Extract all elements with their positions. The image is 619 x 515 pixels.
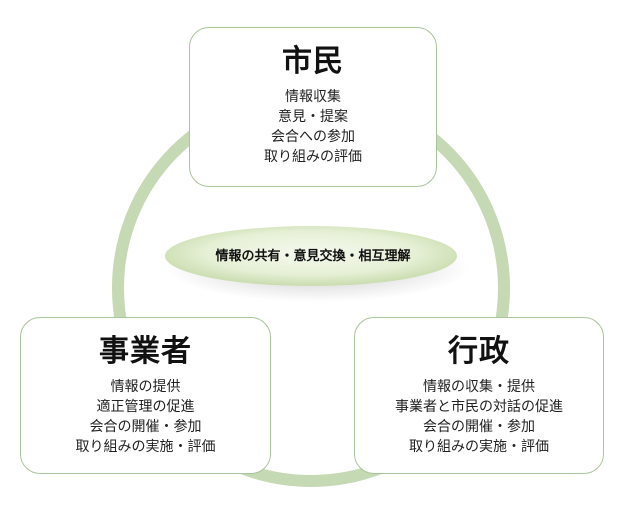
government-role: 事業者と市民の対話の促進 [395, 399, 563, 415]
government-title: 行政 [448, 334, 510, 369]
business-title: 事業者 [99, 334, 192, 369]
government-box: 行政 情報の収集・提供 事業者と市民の対話の促進 会合の開催・参加 取り組みの実… [354, 317, 604, 474]
business-box: 事業者 情報の提供 適正管理の促進 会合の開催・参加 取り組みの実施・評価 [20, 317, 271, 474]
center-label: 情報の共有・意見交換・相互理解 [215, 249, 411, 264]
government-role: 会合の開催・参加 [423, 419, 535, 435]
business-role: 取り組みの実施・評価 [75, 439, 216, 455]
citizen-role: 情報収集 [285, 89, 341, 105]
citizen-role: 取り組みの評価 [264, 149, 362, 165]
business-role: 適正管理の促進 [96, 399, 195, 415]
citizen-role: 意見・提案 [278, 109, 348, 125]
citizen-box: 市民 情報収集 意見・提案 会合への参加 取り組みの評価 [189, 27, 437, 187]
citizen-role: 会合への参加 [271, 129, 355, 145]
government-role: 取り組みの実施・評価 [409, 439, 549, 455]
center-ellipse [165, 226, 457, 286]
business-role: 会合の開催・参加 [89, 419, 202, 435]
citizen-title: 市民 [282, 44, 344, 79]
government-role: 情報の収集・提供 [423, 379, 535, 395]
business-role: 情報の提供 [110, 379, 181, 395]
